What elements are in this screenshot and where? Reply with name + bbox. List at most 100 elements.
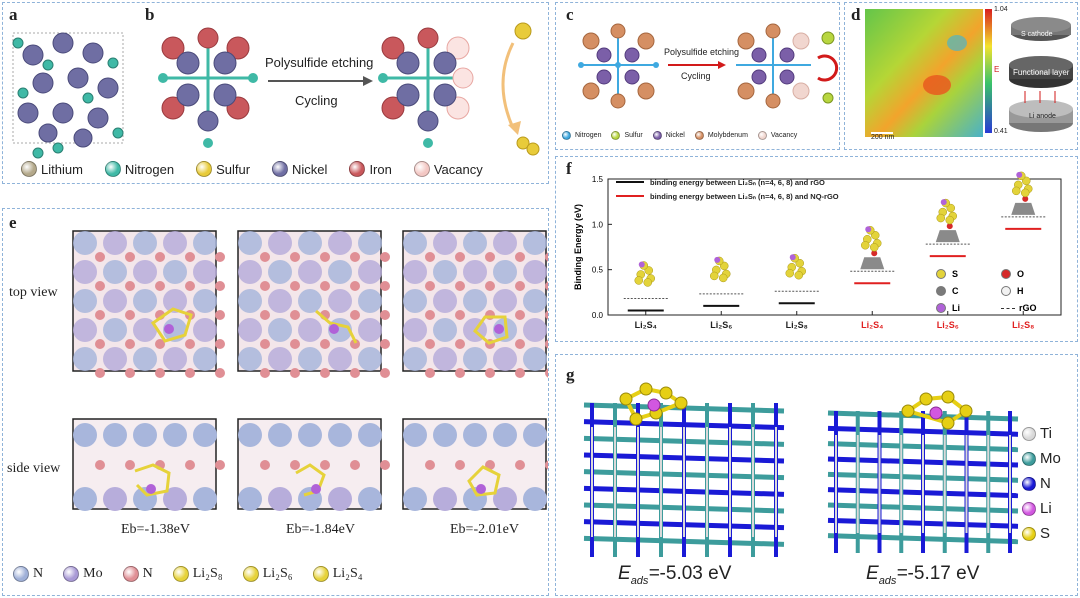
panel-ab-illustration <box>12 22 540 159</box>
legend-swatch <box>122 566 139 582</box>
legend-label: N <box>142 566 153 581</box>
eads-value-2: -5.17 eV <box>907 563 980 584</box>
legend-label: Li₂S₈ <box>192 566 223 581</box>
legend-swatch <box>63 566 80 582</box>
oxygen-atom <box>1022 195 1029 202</box>
legend-item-vacancy-4: Vacancy <box>757 131 797 140</box>
legend-item-s-4: S <box>1022 525 1077 542</box>
row-label-top: top view <box>9 285 58 300</box>
eads-label-1: Eads=-5.03 eV <box>618 563 732 587</box>
lithium-atom <box>638 261 645 268</box>
atom-swatch <box>936 303 946 314</box>
atom-label: O <box>1017 268 1025 279</box>
atom-label: H <box>1017 285 1024 296</box>
atom-legend-o: O <box>1001 267 1066 280</box>
atom-label: C <box>952 285 959 296</box>
polysulfide-molecule <box>472 315 509 345</box>
legend-swatch <box>1022 426 1036 441</box>
legend-item-sulfur-1: Sulfur <box>611 131 643 140</box>
legend-label: S <box>1040 525 1051 542</box>
sulfur-atom <box>639 382 653 396</box>
legend-item-nitrogen-1: Nitrogen <box>104 161 175 177</box>
energy-1: Eb=-1.38eV <box>121 522 190 537</box>
legend-item-li-s-3: Li₂S₈ <box>172 566 223 582</box>
panel-d-illustration <box>865 9 1073 137</box>
slab-structure-1 <box>583 382 785 557</box>
atom-legend-li: Li <box>936 302 1001 315</box>
panel-e-structures <box>72 230 548 511</box>
atom-swatch <box>1001 268 1011 279</box>
polysulfide-molecule <box>134 463 171 497</box>
legend-swatch <box>312 566 329 582</box>
x-tick-label: Li₂S₈ <box>1012 320 1034 330</box>
eads-label-2: Eads=-5.17 eV <box>866 563 980 587</box>
legend-label: Nitrogen <box>575 132 602 139</box>
sulfur-atom <box>941 390 955 404</box>
sulfur-atom <box>901 404 915 418</box>
crystal-b-before <box>158 27 258 148</box>
legend-swatch <box>611 131 621 140</box>
panel-ab: a b <box>2 2 549 184</box>
rgo-flake <box>860 257 885 270</box>
lithium-atom <box>929 406 943 420</box>
legend-item-li-s-4: Li₂S₆ <box>242 566 293 582</box>
panel-d: d 1.04 0.41 E 200 nm S cathode Functiona… <box>844 2 1078 150</box>
sulfur-atom <box>945 215 954 225</box>
li-atom <box>494 324 504 334</box>
polysulfide-molecule <box>150 307 193 343</box>
legend-label: Iron <box>369 161 392 177</box>
legend-item-n-2: N <box>122 566 153 582</box>
rgo-flake <box>935 230 960 243</box>
atom-swatch <box>1001 307 1015 309</box>
crystal-c-after <box>736 23 811 109</box>
layer-bottom-label: Li anode <box>1029 113 1056 120</box>
eads-value-1: -5.03 eV <box>659 563 732 584</box>
legend-item-vacancy-5: Vacancy <box>413 161 483 177</box>
x-tick-label: Li₂S₄ <box>861 320 883 330</box>
legend-item-n-2: N <box>1022 475 1077 492</box>
rgo-flake <box>1011 202 1036 215</box>
crystal-b-after <box>378 27 474 148</box>
crystal-c-before <box>578 23 659 109</box>
legend-swatch <box>652 131 662 140</box>
sulfur-atom <box>936 213 945 223</box>
sulfur-atom <box>674 396 688 410</box>
sulfur-atom <box>634 276 643 285</box>
y-tick-label: 1.0 <box>592 220 604 229</box>
atom-label: S <box>952 268 959 279</box>
polysulfide-molecule <box>315 309 358 344</box>
atom-swatch <box>936 268 946 279</box>
legend-item-nickel-3: Nickel <box>272 161 327 177</box>
series-legend-1: binding energy between Li₂Sₙ (n=4, 6, 8)… <box>616 175 916 189</box>
legend-label: Li₂S₆ <box>262 566 293 581</box>
legend-label: Lithium <box>41 161 83 177</box>
series-legend-2: binding energy between Li₂Sₙ (n=4, 6, 8)… <box>616 189 916 203</box>
li-atom <box>164 324 174 334</box>
sulfur-atom <box>919 392 933 406</box>
atom-legend-c: C <box>936 284 1001 297</box>
atom-label: Li <box>952 303 960 314</box>
top-view-3 <box>402 230 548 378</box>
y-tick-label: 0.5 <box>592 266 604 275</box>
legend-label: Sulfur <box>624 132 643 139</box>
legend-label: Mo <box>83 566 103 581</box>
panel-a-label: a <box>9 5 18 24</box>
legend-label: Nitrogen <box>124 161 175 177</box>
oxygen-atom <box>871 250 878 257</box>
legend-label: Molybdenum <box>707 132 748 139</box>
legend-label: Nickel <box>665 132 685 139</box>
sulfur-atom <box>629 412 643 426</box>
legend-label: Nickel <box>292 161 328 177</box>
x-tick-label: Li₂S₆ <box>710 320 732 330</box>
energy-2: Eb=-1.84eV <box>286 522 355 537</box>
legend-swatch <box>562 131 571 140</box>
legend-swatch <box>242 566 259 582</box>
atom-legend-s: S <box>936 267 1001 280</box>
lithium-atom <box>789 254 796 261</box>
